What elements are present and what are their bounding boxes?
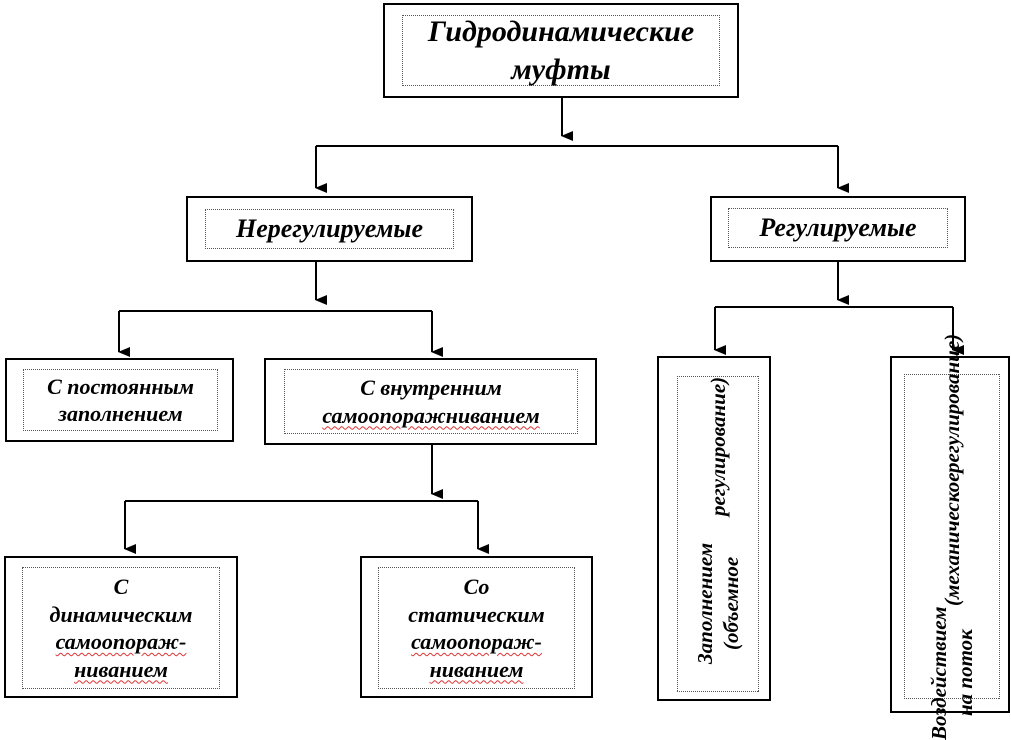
by-flow-line-2: (механическое: [939, 472, 964, 607]
connector-lines: [118, 98, 964, 554]
root-line-2: муфты: [511, 52, 611, 86]
static-line-1: Со: [463, 574, 490, 599]
dynamic-line-2: динамическим: [49, 601, 193, 627]
constant-fill-line-1: С постоянным: [47, 373, 194, 399]
root-node: Гидродинамические муфты: [383, 3, 739, 98]
regulated-label: Регулируемые: [759, 212, 917, 242]
constant-fill-line-2: заполнением: [58, 401, 183, 426]
internal-line-1: С внутренним: [360, 375, 502, 400]
by-flow-node: Воздействием на поток (механическое регу…: [890, 333, 1010, 740]
by-flow-line-3: регулирование): [939, 333, 964, 473]
by-filling-node: Заполнением (объемное регулирование): [657, 356, 771, 701]
dynamic-line-3: самоопораж-: [55, 629, 187, 654]
constant-fill-node: С постоянным заполнением: [5, 358, 234, 442]
regulated-node: Регулируемые: [710, 196, 966, 262]
dynamic-self-emptying-node: С динамическим самоопораж- ниванием: [4, 556, 238, 698]
dynamic-line-1: С: [113, 574, 129, 599]
internal-line-2: самоопоражниванием: [322, 402, 540, 428]
by-filling-line-1: Заполнением (объемное: [692, 543, 743, 665]
dynamic-line-4: ниванием: [74, 656, 168, 682]
root-line-1: Гидродинамические: [427, 15, 695, 48]
unregulated-node: Нерегулируемые: [186, 196, 473, 262]
internal-self-emptying-node: С внутренним самоопоражниванием: [264, 358, 597, 445]
static-line-2: статическим: [408, 601, 545, 627]
static-line-3: самоопораж-: [411, 629, 542, 654]
static-self-emptying-node: Со статическим самоопораж- ниванием: [360, 556, 593, 698]
by-filling-line-2: регулирование): [705, 377, 730, 517]
unregulated-label: Нерегулируемые: [235, 213, 424, 243]
by-flow-line-1: Воздействием на поток: [926, 606, 977, 740]
static-line-4: ниванием: [429, 656, 524, 682]
